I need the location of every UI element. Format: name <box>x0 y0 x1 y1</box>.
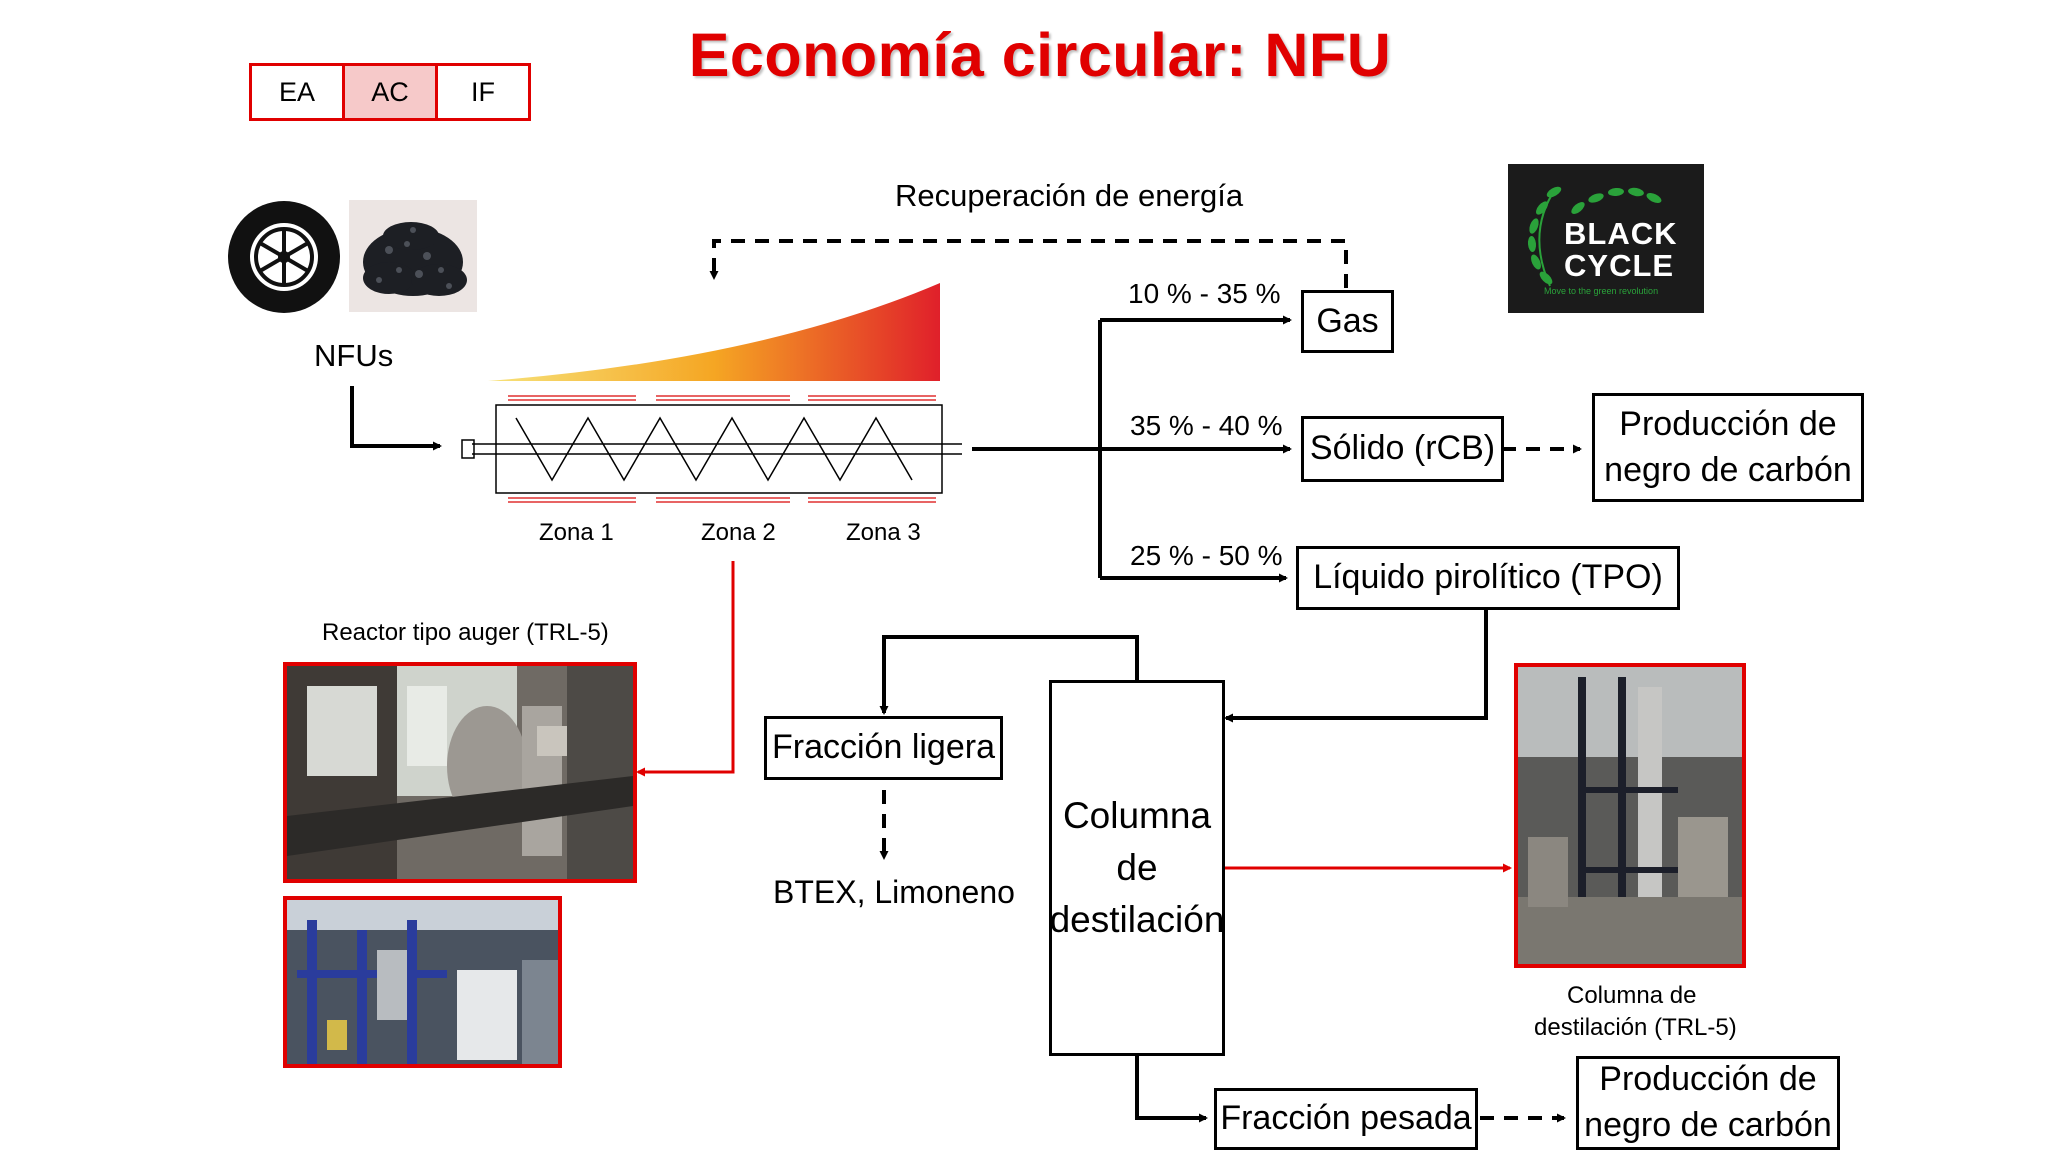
gas-yield-range: 10 % - 35 % <box>1128 278 1281 309</box>
tire-icon <box>228 201 340 313</box>
gas-box: Gas <box>1301 290 1394 353</box>
black-cycle-logo: BLACK CYCLE Move to the green revolution <box>1508 164 1704 313</box>
auger-reactor <box>461 395 962 503</box>
section-tabs: EA AC IF <box>249 63 531 121</box>
distillation-column-photo <box>1514 663 1746 968</box>
column-line3: destilación <box>1049 898 1225 940</box>
zone-3-label: Zona 3 <box>846 519 921 546</box>
column-caption-line2: destilación (TRL-5) <box>1534 1014 1737 1041</box>
energy-recovery-arrow <box>709 239 1348 288</box>
carbon-black-production-box-bottom: Producción de negro de carbón <box>1576 1056 1840 1150</box>
carbon-black-production-box-top: Producción de negro de carbón <box>1592 393 1864 502</box>
tab-if[interactable]: IF <box>435 66 528 118</box>
pyrolytic-liquid-label: Líquido pirolítico (TPO) <box>1313 558 1663 597</box>
carbon-black-top-line1: Producción de <box>1619 404 1837 443</box>
tab-ea[interactable]: EA <box>278 76 316 107</box>
solid-rcb-box: Sólido (rCB) <box>1301 416 1504 482</box>
btex-limonene-label: BTEX, Limoneno <box>773 874 1015 910</box>
nfus-label: NFUs <box>314 338 394 373</box>
leaf-arc-icon <box>1571 187 1662 214</box>
pilot-plant-photo <box>283 896 562 1068</box>
column-line1: Columna <box>1062 795 1212 837</box>
solid-rcb-label: Sólido (rCB) <box>1309 429 1496 468</box>
light-fraction-label: Fracción ligera <box>772 728 995 767</box>
column-caption-line1: Columna de <box>1567 982 1697 1009</box>
leaf-wreath-icon <box>1527 186 1562 287</box>
logo-tagline: Move to the green revolution <box>1544 286 1659 296</box>
gas-label: Gas <box>1316 301 1379 340</box>
logo-text-black: BLACK <box>1564 216 1678 251</box>
column-to-light-arrow <box>879 635 1139 715</box>
heat-gradient-ramp <box>488 283 940 381</box>
column-line2: de <box>1116 847 1158 889</box>
auger-reactor-photo <box>283 662 637 883</box>
carbon-black-bottom-line2: negro de carbón <box>1584 1106 1832 1144</box>
tab-ac[interactable]: AC <box>342 66 435 118</box>
heavy-fraction-box: Fracción pesada <box>1214 1088 1478 1150</box>
liquid-yield-range: 25 % - 50 % <box>1130 540 1283 571</box>
distillation-column-box: Columna de destilación <box>1049 680 1225 1056</box>
pyrolytic-liquid-box: Líquido pirolítico (TPO) <box>1296 546 1680 610</box>
logo-text-cycle: CYCLE <box>1564 248 1675 283</box>
rubber-crumb-image <box>349 200 477 312</box>
feed-arrow <box>350 386 442 451</box>
solid-yield-range: 35 % - 40 % <box>1130 410 1283 441</box>
light-fraction-box: Fracción ligera <box>764 716 1003 780</box>
heavy-fraction-label: Fracción pesada <box>1220 1099 1472 1138</box>
page-title: Economía circular: NFU <box>688 21 1392 89</box>
reactor-caption: Reactor tipo auger (TRL-5) <box>322 619 609 646</box>
zone-2-label: Zona 2 <box>701 519 776 546</box>
liquid-to-column-arrow <box>1224 610 1488 723</box>
reactor-photo-pointer <box>636 561 735 777</box>
carbon-black-top-line2: negro de carbón <box>1604 450 1852 489</box>
energy-recovery-label: Recuperación de energía <box>895 178 1244 213</box>
zone-1-label: Zona 1 <box>539 519 614 546</box>
column-to-heavy-arrow <box>1135 1055 1208 1123</box>
carbon-black-bottom-line1: Producción de <box>1599 1060 1817 1099</box>
